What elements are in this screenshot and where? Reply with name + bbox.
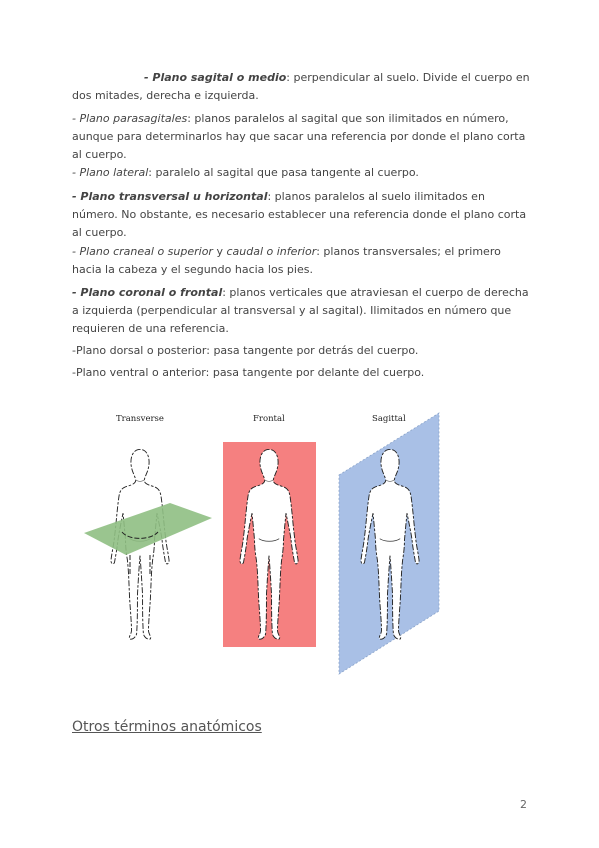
term-sagital: - Plano sagital o medio: [144, 71, 287, 84]
caption-transverse: Transverse: [116, 414, 164, 424]
term-caudal: caudal o inferior: [226, 245, 317, 258]
connector-text: y: [212, 245, 227, 258]
term-transversal: - Plano transversal u horizontal: [72, 190, 268, 203]
transverse-figure: [84, 448, 212, 640]
term-parasagitales: - Plano parasagitales: [72, 112, 188, 125]
definition-craneal-caudal: - Plano craneal o superior y caudal o in…: [72, 243, 532, 279]
definition-text: -Plano ventral o anterior: pasa tangente…: [72, 366, 425, 379]
transverse-plane: [84, 503, 212, 555]
frontal-figure: [223, 442, 316, 647]
definition-text: : planos transversales; el primero hacia…: [72, 245, 501, 276]
sagittal-figure: [338, 412, 440, 675]
term-lateral: - Plano lateral: [72, 166, 149, 179]
anatomical-planes-figure: Transverse Frontal Sagittal: [80, 405, 450, 680]
definition-lateral: - Plano lateral: paralelo al sagital que…: [72, 164, 532, 182]
definition-coronal: - Plano coronal o frontal: planos vertic…: [72, 284, 532, 338]
definition-dorsal: -Plano dorsal o posterior: pasa tangente…: [72, 342, 532, 360]
definition-sagital: - Plano sagital o medio: perpendicular a…: [72, 69, 532, 105]
definition-parasagitales: - Plano parasagitales: planos paralelos …: [72, 110, 532, 164]
term-coronal: - Plano coronal o frontal: [72, 286, 223, 299]
caption-sagittal: Sagittal: [372, 414, 406, 424]
definition-text: : perpendicular al suelo. Divide el cuer…: [72, 71, 530, 102]
section-heading: Otros términos anatómicos: [72, 719, 262, 735]
definition-ventral: -Plano ventral o anterior: pasa tangente…: [72, 364, 532, 382]
term-craneal: - Plano craneal o superior: [72, 245, 213, 258]
definition-transversal: - Plano transversal u horizontal: planos…: [72, 188, 532, 242]
definition-text: : planos paralelos al suelo ilimitados e…: [72, 190, 527, 239]
page-number: 2: [520, 798, 527, 811]
definition-text: : planos verticales que atraviesan el cu…: [72, 286, 529, 335]
caption-frontal: Frontal: [253, 414, 285, 424]
definition-text: : planos paralelos al sagital que son il…: [72, 112, 526, 161]
definition-text: : paralelo al sagital que pasa tangente …: [148, 166, 419, 179]
definition-text: -Plano dorsal o posterior: pasa tangente…: [72, 344, 419, 357]
